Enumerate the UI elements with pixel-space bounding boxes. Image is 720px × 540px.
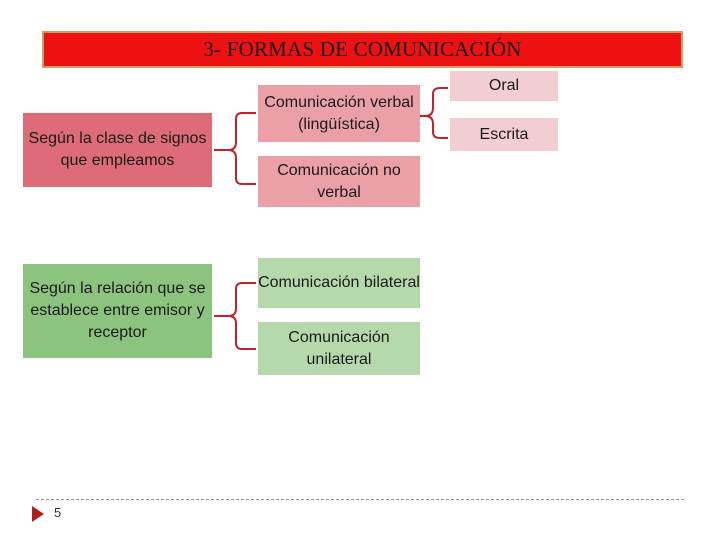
category-relacion: Según la relación que se establece entre…: [23, 264, 212, 358]
node-verbal: Comunicación verbal (lingüística): [258, 85, 420, 142]
bracket-relacion: [214, 282, 256, 350]
page-number: 5: [54, 505, 62, 520]
footer-divider: [36, 499, 684, 500]
page-title: 3- FORMAS DE COMUNICACIÓN: [203, 37, 522, 61]
node-no-verbal: Comunicación no verbal: [258, 156, 420, 207]
bracket-verbal: [416, 87, 448, 139]
bracket-signos: [214, 112, 256, 185]
title-banner: 3- FORMAS DE COMUNICACIÓN: [42, 31, 683, 68]
node-unilateral: Comunicación unilateral: [258, 322, 420, 375]
node-bilateral: Comunicación bilateral: [258, 258, 420, 308]
play-arrow-icon: [32, 506, 44, 522]
node-oral: Oral: [450, 71, 558, 101]
node-escrita: Escrita: [450, 118, 558, 151]
category-signos: Según la clase de signos que empleamos: [23, 113, 212, 187]
